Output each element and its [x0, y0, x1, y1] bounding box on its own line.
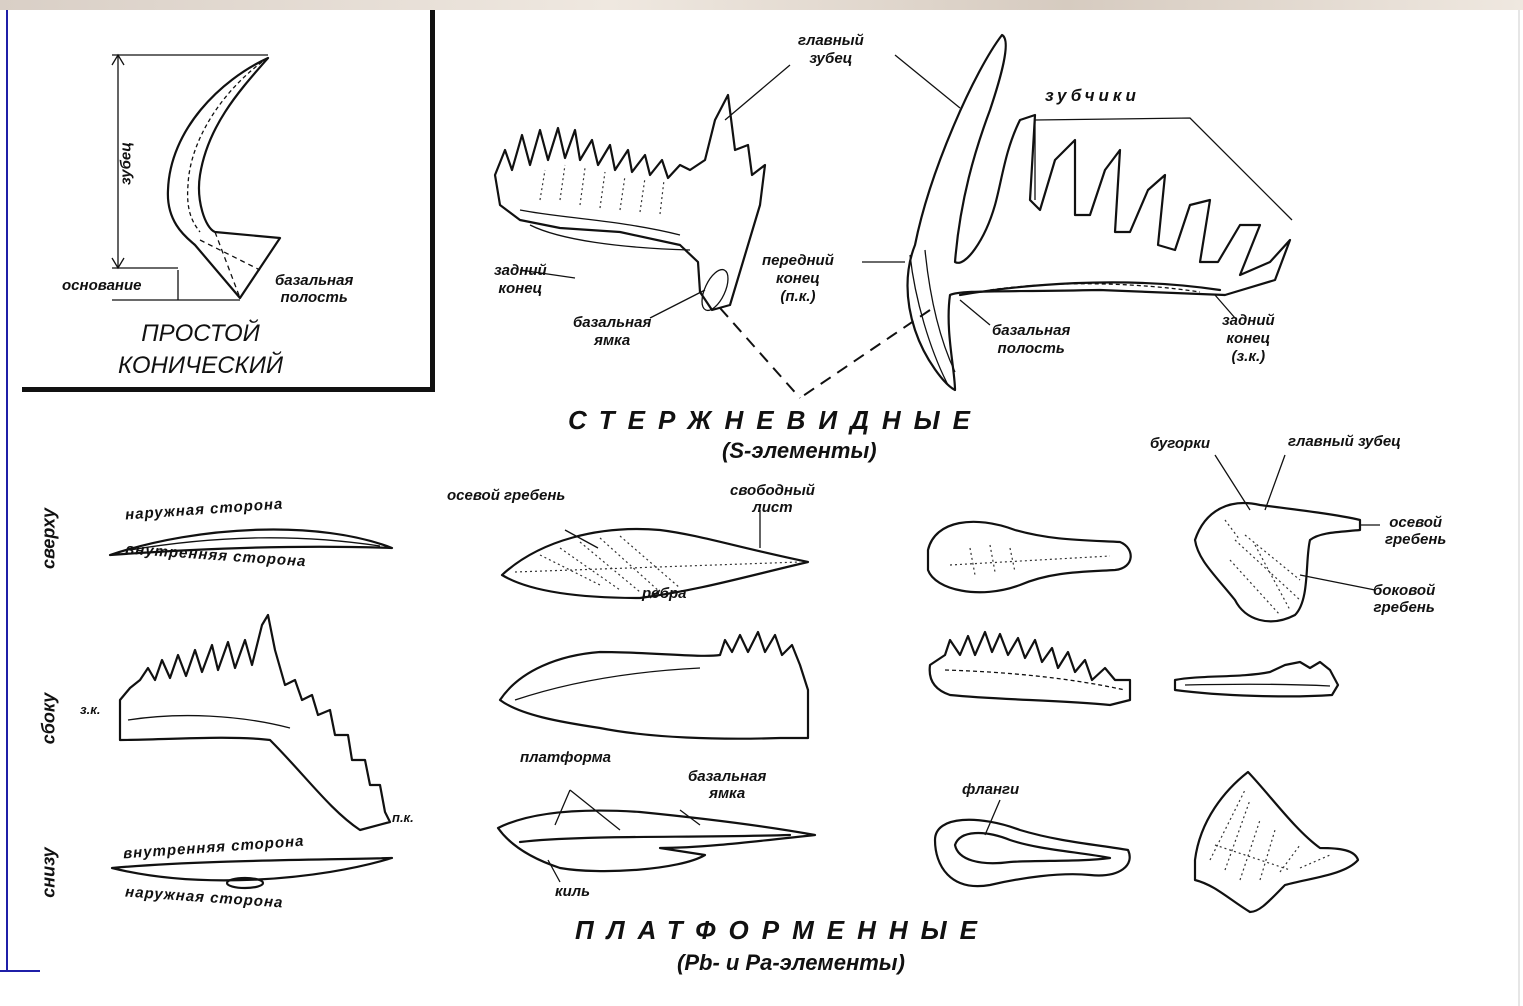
fourth-element-bottom-view: [1195, 772, 1358, 912]
nodes-label: бугорки: [1150, 436, 1210, 452]
free-blade-label: свободный лист: [730, 482, 815, 516]
fourth-element-side-view: [1175, 662, 1338, 696]
view-bottom-label: снизу: [39, 838, 60, 908]
basal-cavity-label: базальная полость: [275, 272, 353, 306]
lateral-crest-label: боковой гребень: [1373, 582, 1435, 616]
bar-element-bottom-view: [112, 858, 392, 888]
platform-element-side-view: [500, 632, 808, 739]
main-cusp-right-label: главный зубец: [1288, 434, 1401, 450]
view-top-label: сверху: [39, 504, 60, 574]
zk-label: з.к.: [80, 702, 100, 718]
s-elements-title: СТЕРЖНЕВИДНЫЕ: [568, 405, 983, 436]
bar-element-side-view: [120, 615, 390, 830]
denticles-label: зубчики: [1045, 88, 1140, 104]
platform-label: платформа: [520, 750, 611, 766]
axial-crest-label: осевой гребень: [447, 488, 565, 504]
flanges-label: фланги: [962, 782, 1019, 798]
simple-cone-drawing: [112, 55, 280, 300]
p-elements-title: ПЛАТФОРМЕННЫЕ: [575, 915, 990, 946]
pk-label: п.к.: [392, 810, 414, 826]
view-side-label: сбоку: [39, 684, 60, 754]
s-elements-subtitle: (S-элементы): [722, 438, 877, 464]
ribs-label: ребра: [642, 586, 686, 602]
basal-cavity-right-label: базальная полость: [992, 322, 1070, 358]
anterior-end-label: передний конец (п.к.): [762, 252, 834, 306]
third-element-side-view: [930, 632, 1130, 705]
base-label: основание: [62, 278, 142, 294]
third-element-top-view: [928, 522, 1131, 592]
main-cusp-label: главный зубец: [798, 32, 864, 68]
basal-pit-platform-label: базальная ямка: [688, 768, 766, 802]
platform-element-bottom-view: [498, 790, 815, 882]
keel-label: киль: [555, 884, 590, 900]
basal-pit-label: базальная ямка: [573, 314, 651, 350]
axial-crest-right-label: осевой гребень: [1385, 514, 1446, 548]
simple-cone-title: ПРОСТОЙ КОНИЧЕСКИЙ: [118, 318, 283, 382]
tooth-label: зубец: [118, 134, 135, 194]
third-element-bottom-view: [935, 800, 1130, 886]
p-elements-subtitle: (Pb- и Pa-элементы): [677, 950, 905, 976]
posterior-end-left-label: задний конец: [494, 262, 547, 298]
posterior-end-right-label: задний конец (з.к.): [1222, 312, 1275, 366]
fourth-element-top-view: [1195, 455, 1380, 621]
